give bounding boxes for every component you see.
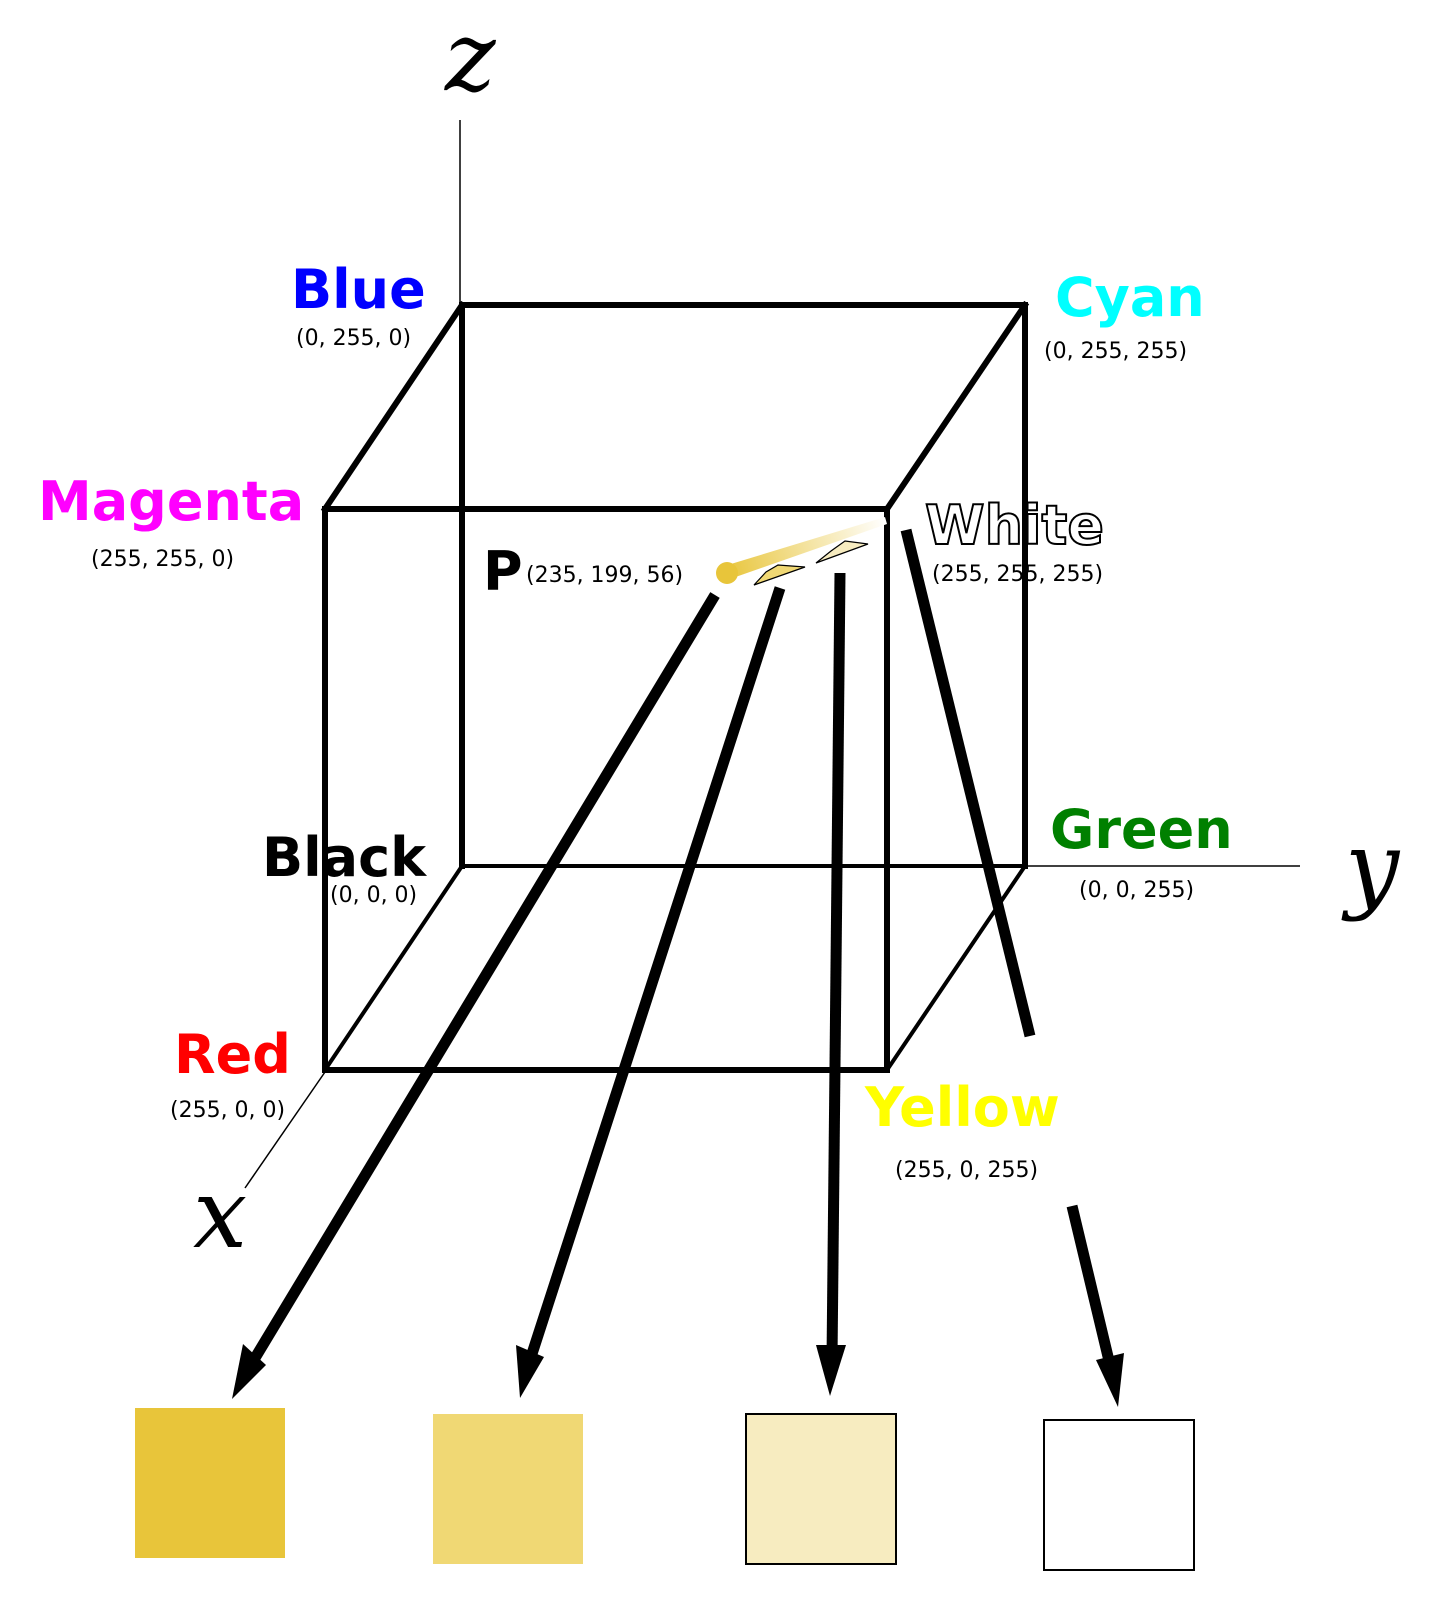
arrow-head-2 [516,1345,544,1398]
vertex-coords: (255, 255, 0) [91,547,234,572]
vertex-blue: Blue (0, 255, 0) [291,258,426,351]
x-axis-label: x [193,1158,247,1270]
arrow-shaft-1 [250,592,720,1361]
vertex-coords: (255, 0, 255) [895,1158,1038,1183]
point-p-marker [716,562,738,584]
vertex-name: Blue [291,258,426,321]
vertex-red: Red (255, 0, 0) [170,1023,291,1123]
coordinate-axes [244,120,1300,1189]
vertex-coords: (0, 255, 255) [1044,339,1187,364]
arrow-shaft-4b [1066,1204,1116,1367]
cube-edge [885,864,1027,1072]
tint-wedge-1 [753,564,806,586]
cube-edge [320,300,467,514]
cube-edge [323,864,464,1072]
x-axis-line [244,1071,326,1189]
vertex-coords: (255, 255, 255) [932,562,1103,587]
tint-wedge-2 [815,540,869,564]
swatch-3 [745,1413,897,1565]
gradient-band [721,517,887,580]
vertex-coords: (255, 0, 0) [170,1098,285,1123]
arrow-head-1 [232,1344,266,1399]
vertex-magenta: Magenta (255, 255, 0) [38,470,304,572]
arrow-shaft-3 [826,572,846,1361]
swatch-4 [1043,1419,1195,1571]
point-p-name: P [483,540,523,603]
swatch-2 [433,1414,583,1564]
y-axis-label: y [1341,811,1401,923]
vertex-name: White [925,494,1104,557]
vertex-name: Black [262,826,427,889]
z-axis-label: z [444,1,497,113]
arrow-head-4 [1096,1353,1124,1407]
vertex-name: Yellow [864,1076,1060,1139]
arrow-head-3 [816,1345,846,1396]
point-p: P (235, 199, 56) [483,540,683,603]
vertex-name: Red [174,1023,291,1086]
arrow-shaft-2 [524,586,786,1362]
arrows [232,528,1124,1407]
point-p-coords: (235, 199, 56) [526,563,683,588]
swatch-1 [135,1408,285,1558]
vertex-cyan: Cyan (0, 255, 255) [1044,266,1205,364]
arrow-shaft-4a [900,528,1036,1038]
vertex-black: Black (0, 0, 0) [262,826,427,908]
vertex-white: White (255, 255, 255) [924,493,1105,587]
vertex-green: Green (0, 0, 255) [1050,798,1233,903]
vertex-yellow: Yellow (255, 0, 255) [864,1076,1060,1183]
vertex-name: Green [1050,798,1233,861]
color-swatches [135,1408,1195,1571]
vertex-name: Cyan [1055,266,1205,329]
vertex-coords: (0, 0, 255) [1079,878,1194,903]
vertex-name: Magenta [38,470,304,533]
cube-edge [882,300,1030,514]
vertex-coords: (0, 0, 0) [330,883,417,908]
p-to-white-line [716,517,887,586]
vertex-coords: (0, 255, 0) [296,326,411,351]
cube-edges [320,300,1030,1073]
